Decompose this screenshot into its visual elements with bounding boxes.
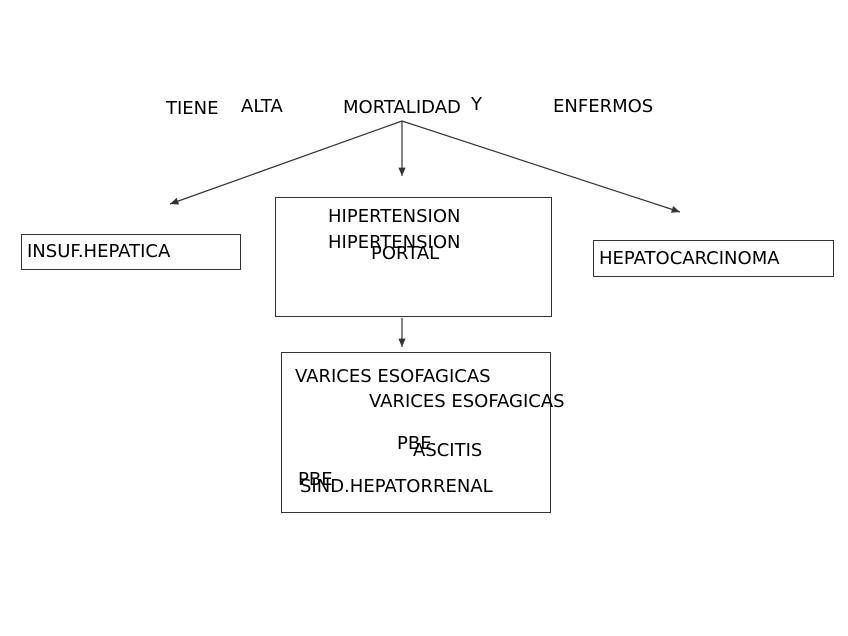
hipertension-label-1: HIPERTENSION [328, 206, 461, 227]
top-word-tiene: TIENE [166, 98, 219, 119]
complications-box: VARICES ESOFAGICAS VARICES ESOFAGICAS PB… [281, 352, 565, 513]
arrow-to-hepatocarcinoma [401, 120, 681, 213]
hepatocarcinoma-box: HEPATOCARCINOMA [593, 240, 834, 277]
sind-hepatorrenal-label: SIND.HEPATORRENAL [300, 476, 493, 497]
pbe-label-1: PBE [397, 433, 432, 454]
varices-label-1: VARICES ESOFAGICAS [295, 366, 491, 387]
ascitis-label: ASCITIS [413, 440, 483, 461]
insuf-hepatica-box: INSUF.HEPATICA [21, 234, 241, 270]
top-word-y: Y [471, 94, 482, 115]
pbe-label-2: PBE [298, 469, 333, 490]
hipertension-portal-box: HIPERTENSION HIPERTENSION PORTAL [275, 197, 552, 317]
top-word-mortalidad: MORTALIDAD [343, 97, 461, 118]
hipertension-label-2: HIPERTENSION [328, 232, 461, 253]
top-word-alta: ALTA [241, 96, 283, 117]
insuf-hepatica-label: INSUF.HEPATICA [27, 241, 171, 262]
portal-label: PORTAL [371, 243, 440, 264]
hepatocarcinoma-label: HEPATOCARCINOMA [599, 248, 780, 269]
top-word-enfermos: ENFERMOS [553, 96, 654, 117]
varices-label-2: VARICES ESOFAGICAS [369, 391, 565, 412]
arrow-to-insuf-hepatica [169, 120, 403, 205]
